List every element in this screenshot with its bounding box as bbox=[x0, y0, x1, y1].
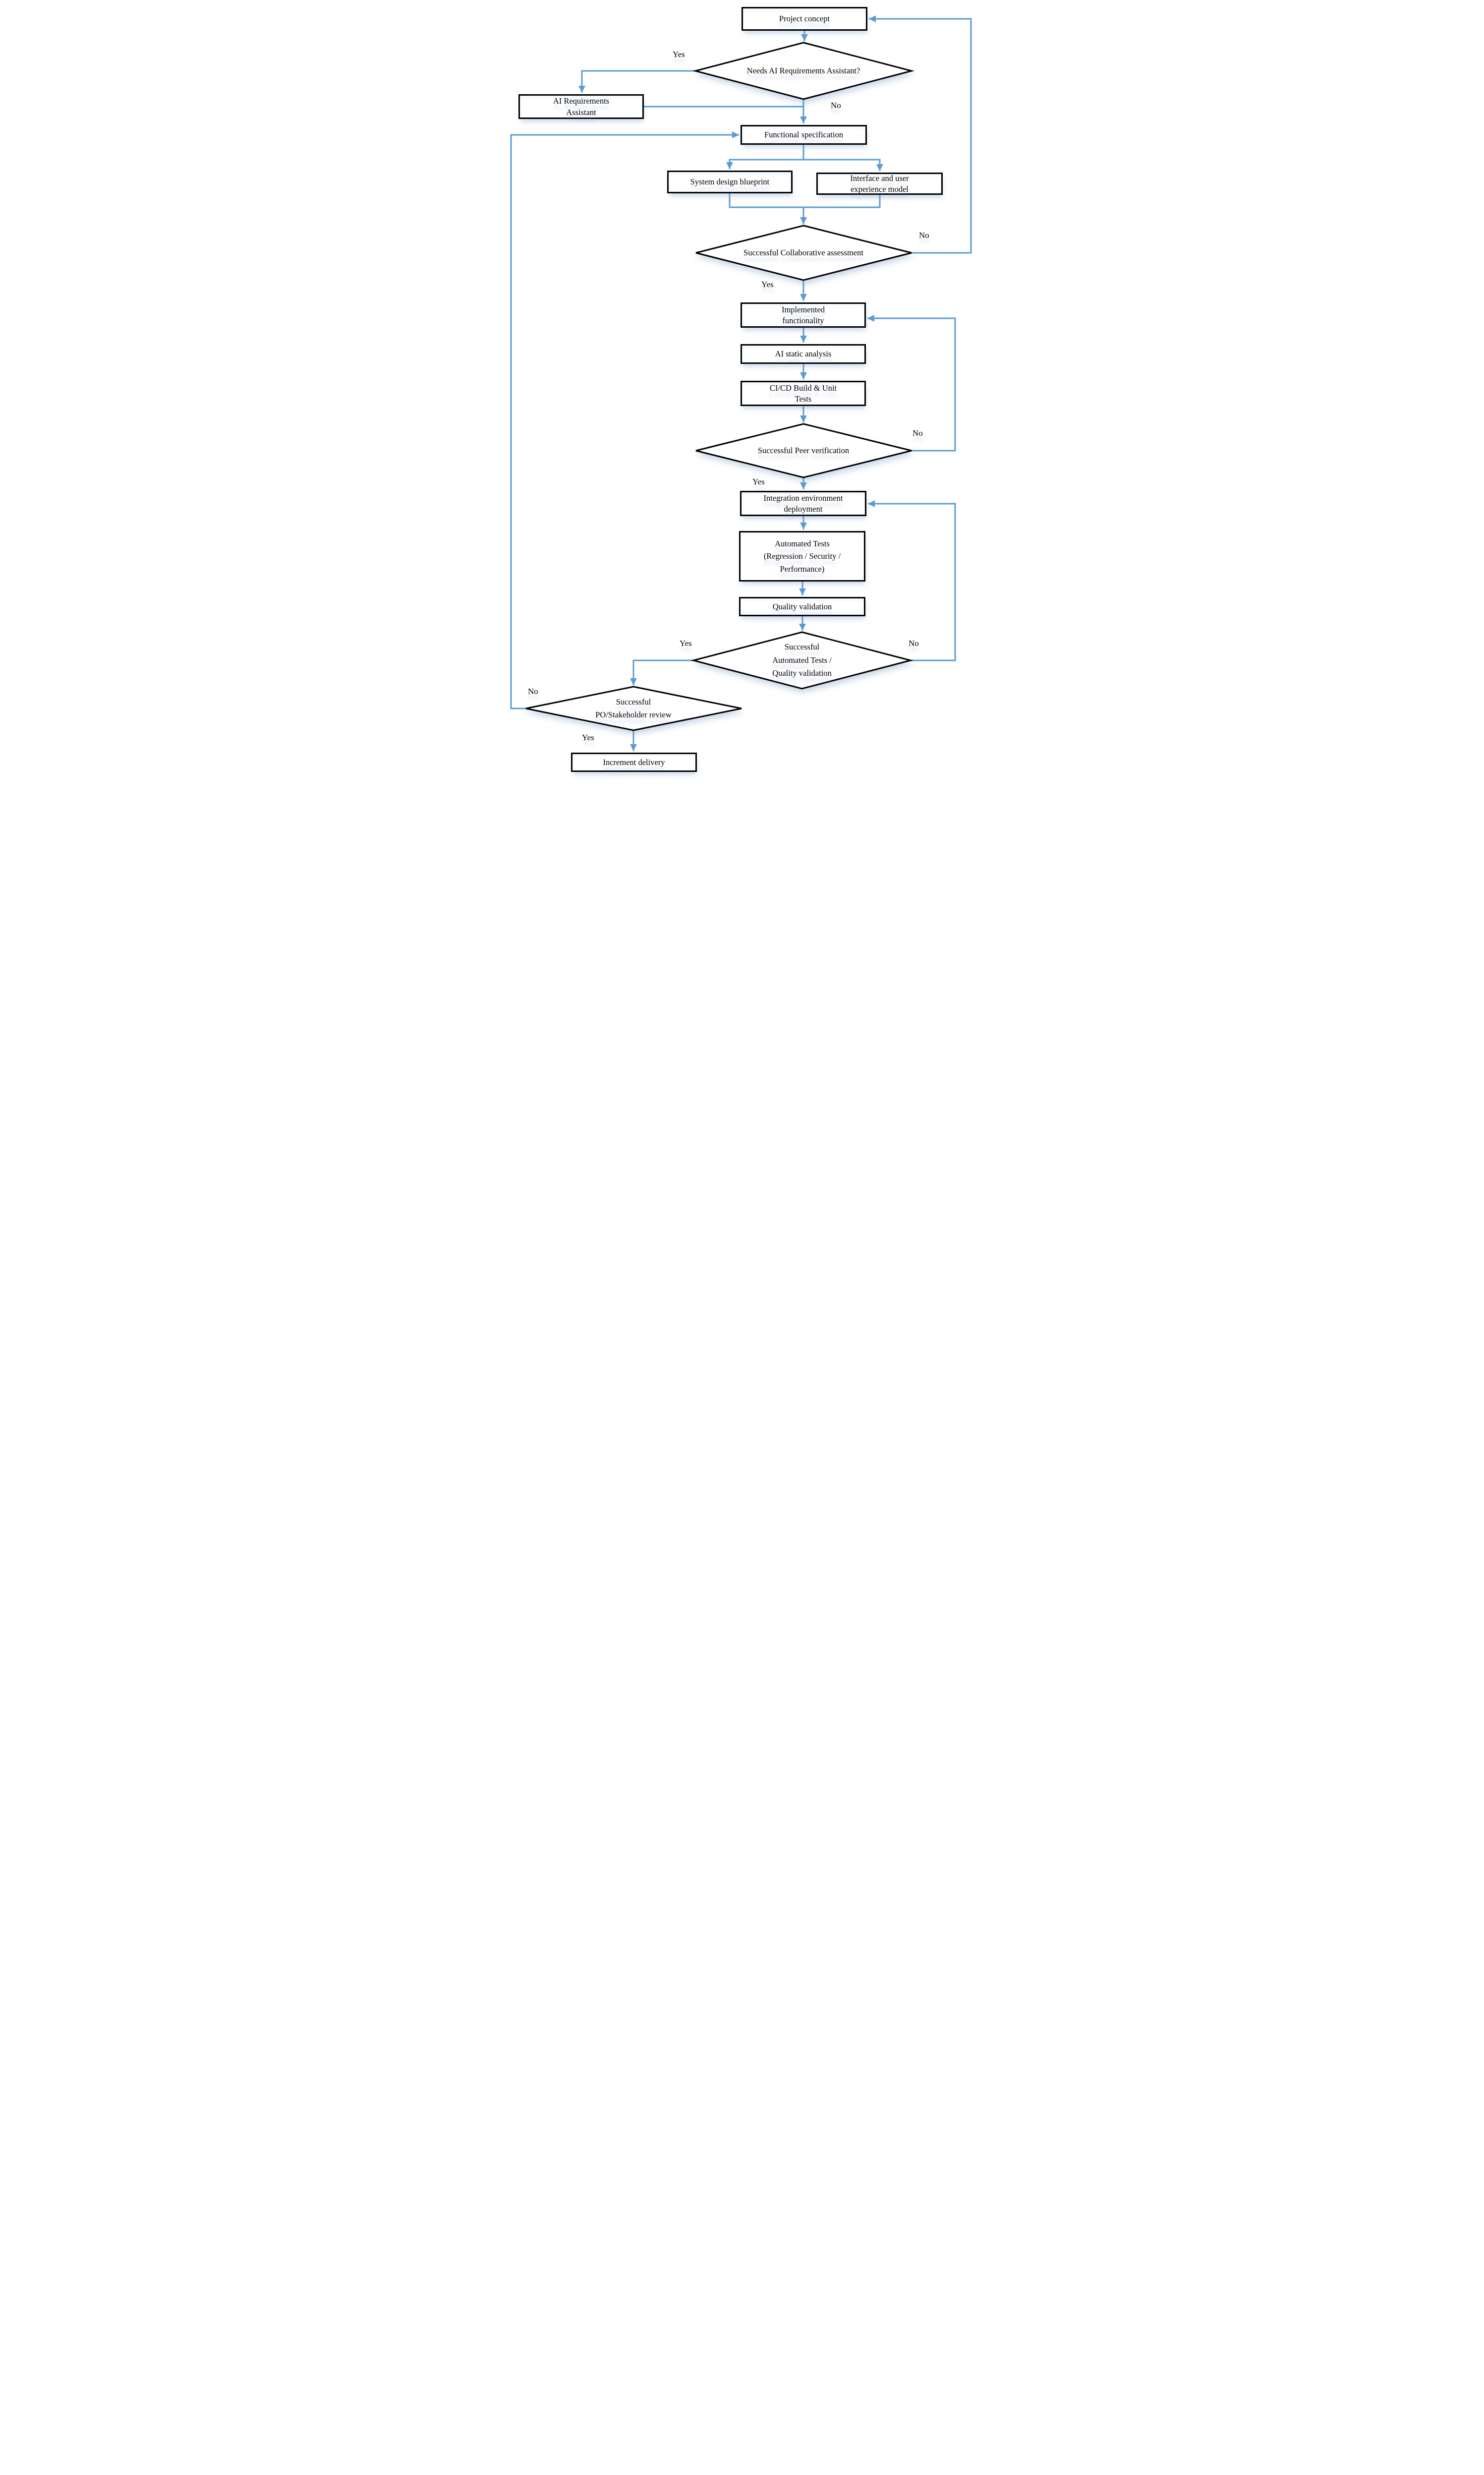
node-functional-specification-label: Functional specification bbox=[764, 130, 843, 140]
node-ai-requirements-assistant-label: AI Requirements Assistant bbox=[553, 96, 610, 117]
branch-label-autoq-no: No bbox=[909, 639, 919, 648]
node-ai-requirements-assistant: AI Requirements Assistant bbox=[518, 94, 644, 119]
branch-label-needs-ai-no: No bbox=[831, 101, 841, 110]
node-automated-tests-label: Automated Tests (Regression / Security /… bbox=[763, 538, 841, 574]
node-integration-deployment-label: Integration environment deployment bbox=[763, 493, 843, 514]
decision-automated-tests-quality bbox=[690, 631, 913, 690]
decision-needs-ai-assistant bbox=[692, 42, 914, 100]
node-cicd-build-unit-tests-label: CI/CD Build & Unit Tests bbox=[769, 383, 837, 404]
edge-po-no-loop-to-functional-spec bbox=[510, 131, 739, 709]
node-project-concept: Project concept bbox=[742, 7, 867, 31]
node-increment-delivery: Increment delivery bbox=[571, 753, 697, 772]
node-increment-delivery-label: Increment delivery bbox=[603, 757, 665, 767]
edge-system-design-merge bbox=[729, 193, 803, 208]
edge-split-to-interface-model bbox=[803, 159, 883, 171]
decision-peer-verification bbox=[695, 423, 912, 478]
branch-label-po-no: No bbox=[528, 687, 538, 696]
node-ai-static-analysis-label: AI static analysis bbox=[775, 349, 832, 359]
branch-label-needs-ai-yes: Yes bbox=[673, 50, 685, 59]
edge-autoq-yes-to-po-review bbox=[630, 659, 693, 685]
edge-peer-no-loop-to-implemented bbox=[867, 315, 956, 452]
node-project-concept-label: Project concept bbox=[779, 14, 830, 24]
node-implemented-functionality-label: Implemented functionality bbox=[781, 305, 825, 325]
edge-needs-ai-yes-to-ai-assistant bbox=[578, 70, 695, 93]
node-integration-deployment: Integration environment deployment bbox=[740, 491, 866, 516]
node-cicd-build-unit-tests: CI/CD Build & Unit Tests bbox=[741, 381, 866, 406]
node-ai-static-analysis: AI static analysis bbox=[741, 344, 866, 364]
branch-label-po-yes: Yes bbox=[582, 733, 594, 742]
node-quality-validation-label: Quality validation bbox=[772, 601, 832, 611]
flowchart-connectors-svg bbox=[510, 15, 972, 751]
edge-collab-no-loop-to-project bbox=[869, 15, 972, 254]
node-implemented-functionality: Implemented functionality bbox=[741, 302, 866, 328]
node-interface-experience-model-label: Interface and user experience model bbox=[850, 174, 909, 194]
node-functional-specification: Functional specification bbox=[741, 125, 867, 145]
node-system-design-blueprint-label: System design blueprint bbox=[690, 177, 770, 187]
node-automated-tests: Automated Tests (Regression / Security /… bbox=[739, 531, 865, 582]
branch-label-peer-yes: Yes bbox=[752, 477, 765, 486]
node-quality-validation: Quality validation bbox=[739, 597, 865, 616]
edge-split-to-system-design bbox=[726, 159, 803, 169]
branch-label-collab-yes: Yes bbox=[761, 280, 774, 289]
branch-label-autoq-yes: Yes bbox=[680, 639, 692, 648]
decision-collaborative-assessment bbox=[695, 225, 912, 281]
edge-interface-model-merge bbox=[803, 195, 881, 208]
branch-label-peer-no: No bbox=[913, 428, 923, 438]
flowchart-canvas: Project concept AI Requirements Assistan… bbox=[505, 0, 979, 790]
decision-po-stakeholder-review bbox=[525, 686, 742, 731]
branch-label-collab-no: No bbox=[919, 231, 929, 240]
node-interface-experience-model: Interface and user experience model bbox=[816, 173, 943, 195]
node-system-design-blueprint: System design blueprint bbox=[667, 171, 793, 193]
edge-autoq-no-loop-to-integration bbox=[868, 500, 956, 661]
